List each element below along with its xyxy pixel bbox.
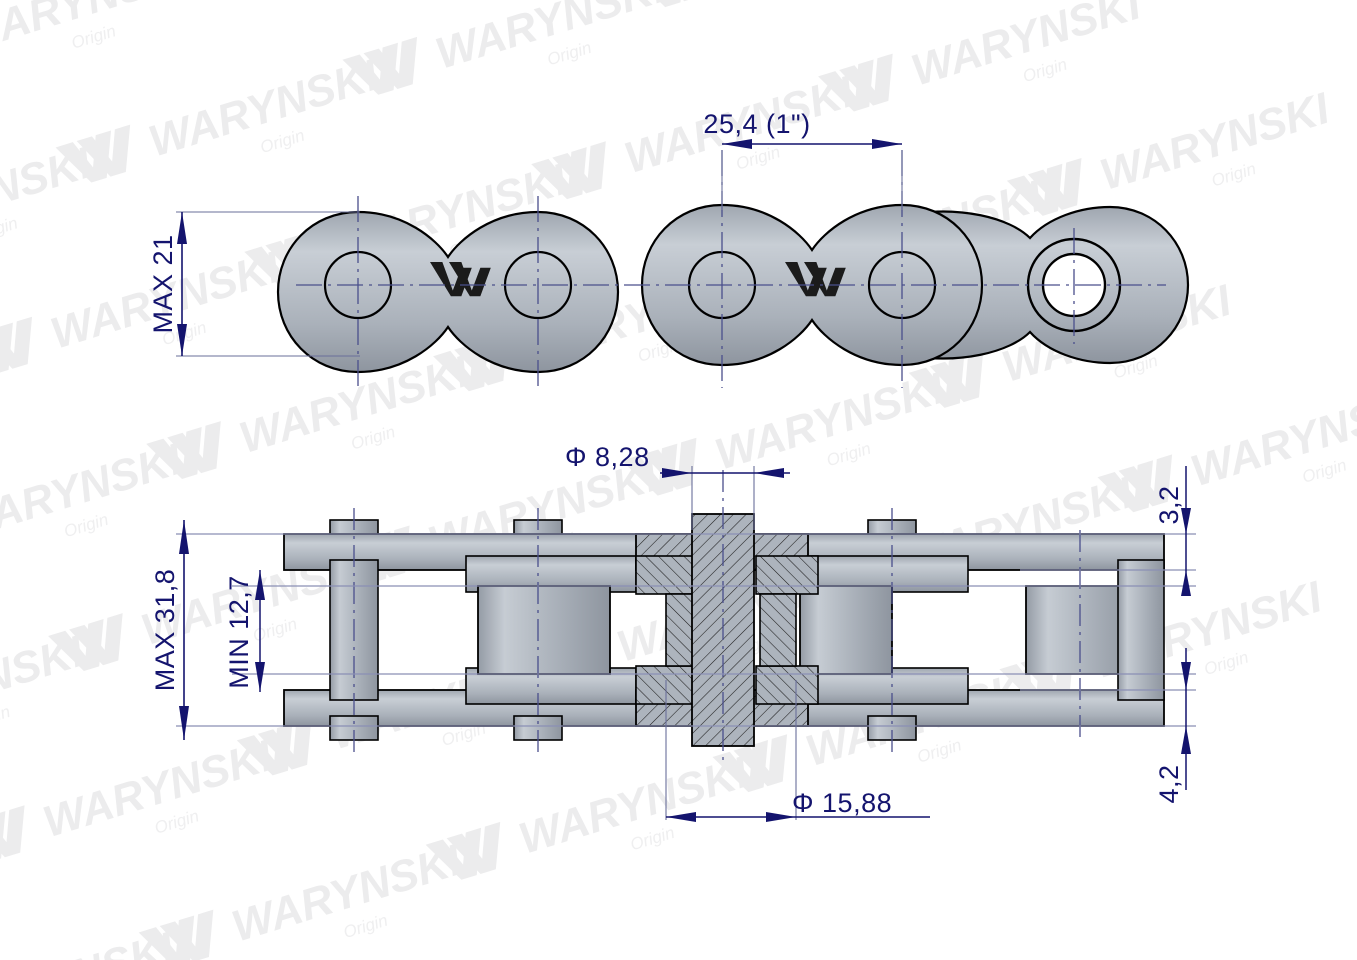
phi1588-arrow-right [766, 812, 796, 822]
dimension-max-31-8-label: MAX 31,8 [150, 569, 180, 692]
section-inner-plate-bottom-right [755, 665, 819, 705]
plate-logo-middle [785, 262, 846, 297]
sectioned-assembly [635, 513, 819, 747]
roller-left [477, 585, 611, 675]
d42-arrow-top [1181, 662, 1191, 690]
dimension-max-21: MAX 21 [148, 211, 360, 357]
side-view: 25,4 (1") MAX 21 [148, 109, 1190, 388]
plate-logo-left [430, 262, 491, 297]
dimension-phi-15-88: Φ 15,88 [665, 680, 930, 822]
dimension-phi-15-88-label: Φ 15,88 [792, 788, 892, 818]
dimension-3-2-label: 3,2 [1154, 485, 1184, 524]
d42-arrow-bottom [1181, 726, 1191, 754]
max318-arrow-top [179, 520, 189, 554]
pitch-arrow-left [722, 139, 752, 149]
dimension-min-12-7: MIN 12,7 [224, 570, 265, 692]
dimension-4-2: 4,2 [1154, 648, 1191, 804]
dimension-pitch-label: 25,4 (1") [703, 109, 810, 139]
pitch-arrow-right [872, 139, 902, 149]
dimension-3-2: 3,2 [1154, 466, 1191, 596]
pin-body-right [1117, 559, 1165, 701]
section-extension-lines [176, 533, 1196, 727]
d32-arrow-bottom [1181, 570, 1191, 596]
dimension-phi-8-28: Φ 8,28 [565, 442, 790, 530]
roller-right-a [799, 585, 893, 675]
dimension-4-2-label: 4,2 [1154, 764, 1184, 803]
d32-arrow-top [1181, 508, 1191, 534]
max318-arrow-bottom [179, 706, 189, 740]
section-view: MAX 31,8 MIN 12,7 Φ 8,28 Φ 15,88 [150, 442, 1196, 822]
dimension-max-21-label: MAX 21 [148, 234, 178, 333]
section-bushing-right [759, 593, 797, 667]
dimension-min-12-7-label: MIN 12,7 [224, 575, 254, 689]
phi1588-arrow-left [666, 812, 696, 822]
phi828-arrow-right [754, 468, 784, 478]
max21-arrow-bottom [177, 324, 187, 356]
dimension-pitch: 25,4 (1") [703, 109, 903, 210]
min127-arrow-bottom [255, 662, 265, 692]
dimension-max-31-8: MAX 31,8 [150, 520, 189, 740]
min127-arrow-top [255, 570, 265, 600]
dimension-phi-8-28-label: Φ 8,28 [565, 442, 650, 472]
side-view-centerlines [296, 150, 1166, 388]
max21-arrow-top [177, 212, 187, 244]
phi828-arrow-left [662, 468, 692, 478]
plate-logo-group [430, 262, 846, 297]
section-view-centerlines [353, 470, 1081, 766]
section-inner-plate-top-right [755, 555, 819, 595]
